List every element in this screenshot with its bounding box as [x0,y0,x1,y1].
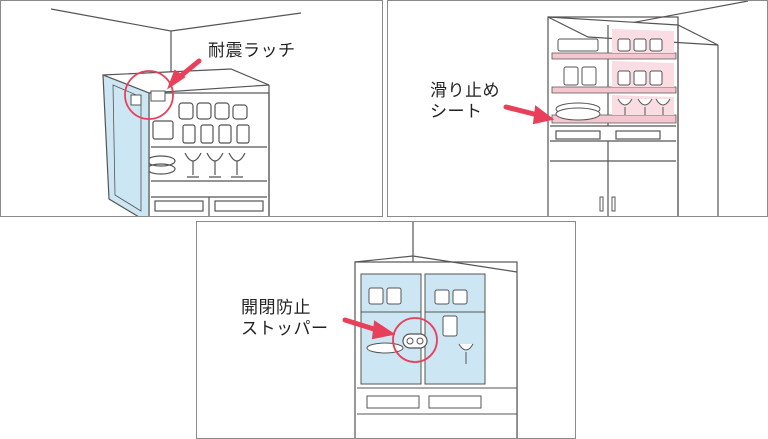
pointer-arrow [532,105,555,125]
cabinet-latch-illustration [50,8,302,216]
panel-anti-slip-sheet: 滑り止め シート [387,0,768,217]
pointer-arrow [371,320,396,340]
label-seismic-latch: 耐震ラッチ [208,41,296,62]
highlight-circle [124,70,174,120]
label-anti-slip-sheet: 滑り止め シート [430,81,500,123]
label-door-stopper: 開閉防止 ストッパー [241,298,329,340]
panel-seismic-latch: 耐震ラッチ [0,0,383,217]
highlight-circle [392,317,438,363]
cabinet-stopper-illustration [342,222,518,438]
cabinet-sheet-illustration [503,1,749,216]
pointer-arrow [166,69,186,90]
panel-door-stopper: 開閉防止 ストッパー [196,221,576,439]
